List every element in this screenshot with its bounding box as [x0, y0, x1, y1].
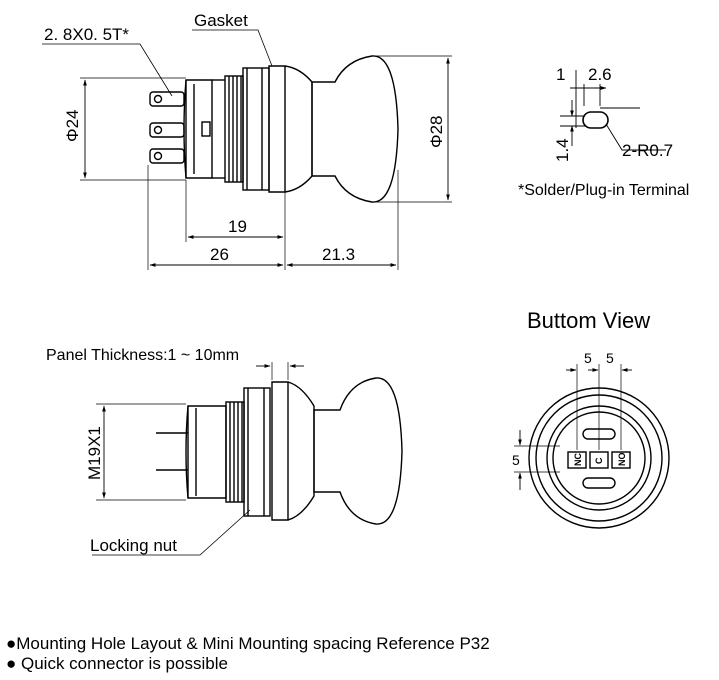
dim-1-4-label: 1.4 [553, 138, 572, 162]
pin-nc-label: NC [573, 453, 583, 466]
pin-c-label: C [594, 457, 604, 464]
bottom-view [514, 364, 670, 529]
dim-1-label: 1 [556, 65, 565, 84]
locking-nut-label: Locking nut [90, 536, 177, 555]
terminal-spec-label: 2. 8X0. 5T* [44, 25, 129, 44]
cap-diameter-label: Φ28 [427, 116, 446, 148]
dim-26-label: 26 [210, 245, 229, 264]
bottom-dim-5c: 5 [512, 452, 520, 468]
body-diameter-label: Φ24 [63, 110, 82, 142]
note-quick-connector: ● Quick connector is possible [6, 654, 228, 673]
note-mounting: ●Mounting Hole Layout & Mini Mounting sp… [6, 634, 490, 653]
bottom-view-title: Buttom View [527, 308, 650, 333]
pin-no-label: NO [617, 453, 627, 467]
terminals [149, 91, 185, 164]
mushroom-cap [311, 55, 399, 203]
gasket-label: Gasket [194, 11, 248, 30]
dim-2-6-label: 2.6 [588, 65, 612, 84]
top-view [42, 29, 452, 270]
bottom-dim-5b: 5 [606, 350, 614, 366]
terminal-detail [560, 70, 666, 151]
bottom-dim-5a: 5 [584, 350, 592, 366]
panel-thickness-label: Panel Thickness:1 ~ 10mm [46, 347, 239, 364]
thread-label: M19X1 [85, 426, 104, 480]
dim-19-label: 19 [228, 217, 247, 236]
bezel [242, 65, 313, 193]
terminal-caption: *Solder/Plug-in Terminal [518, 182, 689, 199]
radius-label: 2-R0.7 [622, 141, 673, 160]
dim-21-3-label: 21.3 [322, 245, 355, 264]
side-view [92, 362, 403, 556]
rear-housing [183, 79, 225, 179]
thread-section [224, 75, 244, 183]
